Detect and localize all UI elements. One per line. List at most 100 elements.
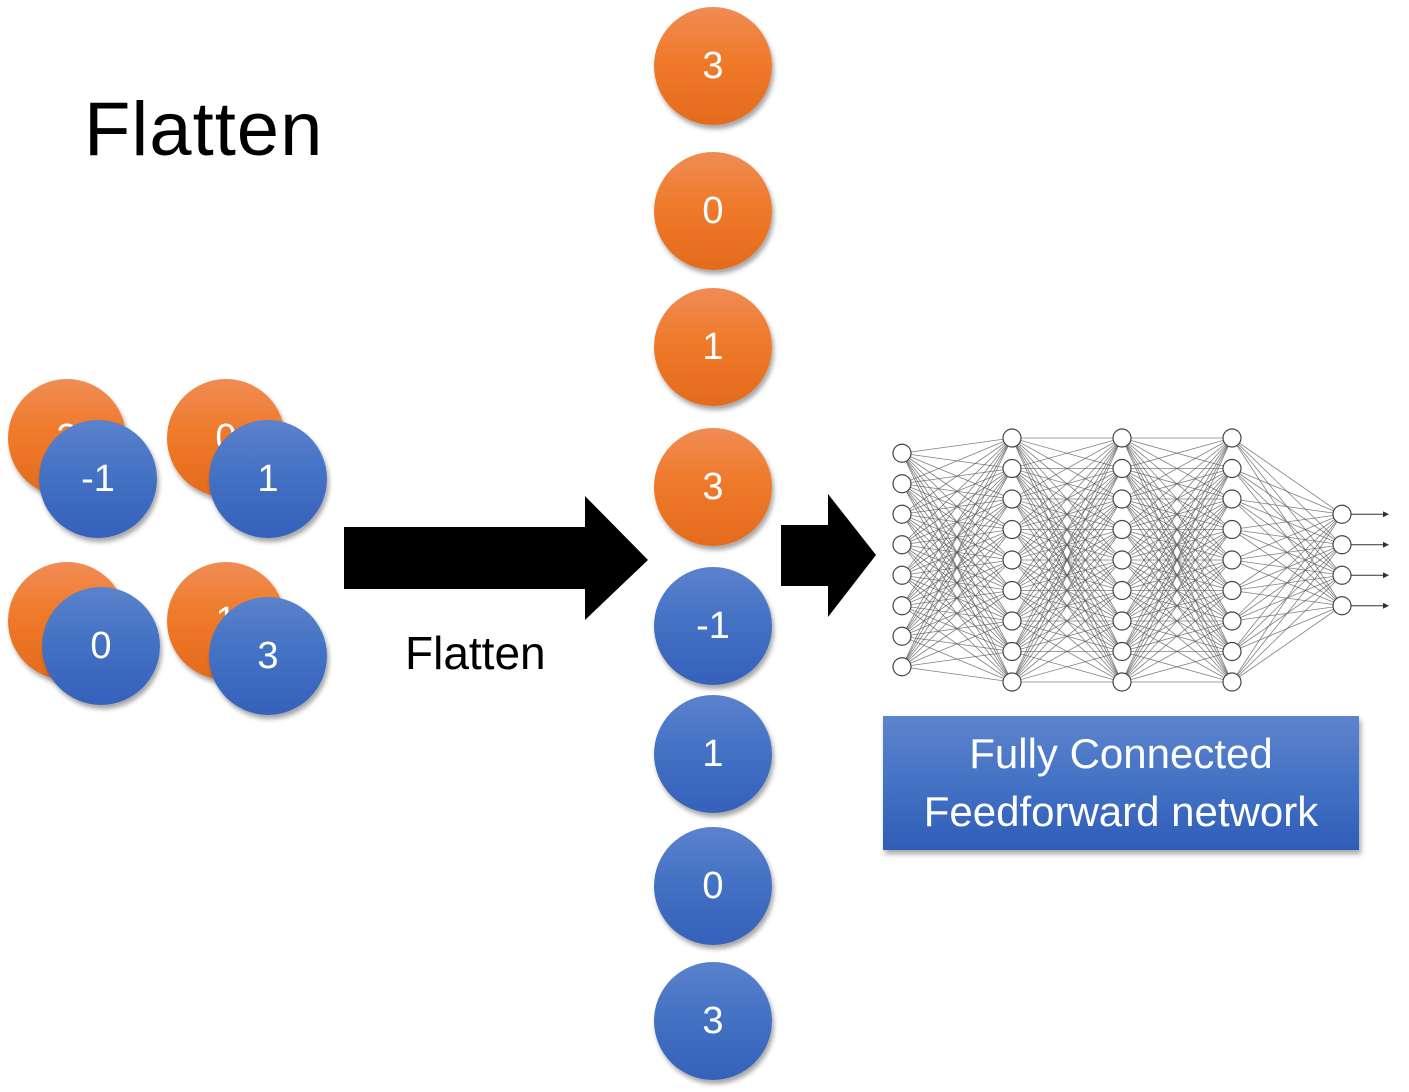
hidden-neuron <box>1112 428 1132 448</box>
network-connection <box>901 437 1013 515</box>
network-connection <box>1231 437 1343 515</box>
input-neuron <box>892 474 912 494</box>
hidden-neuron <box>1222 458 1242 479</box>
network-connection <box>1011 437 1123 683</box>
network-connection <box>1011 437 1123 530</box>
network-connection <box>1011 529 1123 683</box>
network-connection <box>1231 513 1343 652</box>
network-connection <box>1121 498 1233 683</box>
network-connection <box>901 437 1013 637</box>
hidden-neuron <box>1222 519 1242 540</box>
network-connection <box>1011 590 1123 683</box>
output-neuron <box>1332 596 1352 616</box>
feature-map-channel2-cell: 3 <box>209 597 327 715</box>
network-connection <box>1121 437 1233 500</box>
flattened-element: 3 <box>654 962 772 1080</box>
network-connection <box>1011 651 1123 683</box>
hidden-neuron <box>1112 580 1132 601</box>
input-neuron <box>892 504 912 524</box>
network-connection <box>1231 468 1343 515</box>
network-connection <box>1011 437 1123 561</box>
hidden-neuron <box>1112 519 1132 540</box>
hidden-neuron <box>1222 611 1242 631</box>
hidden-neuron <box>1002 519 1022 540</box>
hidden-neuron <box>1222 672 1242 692</box>
network-connection <box>1121 437 1233 591</box>
hidden-neuron <box>1002 489 1022 509</box>
hidden-neuron <box>1222 489 1242 509</box>
network-connection <box>901 437 1013 454</box>
network-connection <box>1121 437 1233 561</box>
slide-title: Flatten <box>84 87 324 172</box>
network-connection <box>901 620 1013 668</box>
network-connection <box>1011 437 1123 591</box>
network-connection <box>1011 437 1123 500</box>
flatten-arrow <box>344 496 648 620</box>
network-connection <box>901 437 1013 606</box>
network-connection <box>1011 437 1123 622</box>
input-neuron <box>892 596 912 616</box>
network-connection <box>1231 513 1343 622</box>
network-connection <box>901 666 1013 683</box>
network-connection <box>1231 574 1343 683</box>
output-neuron <box>1332 535 1352 555</box>
network-connection <box>1121 559 1233 683</box>
network-connection <box>901 437 1013 546</box>
hidden-neuron <box>1112 611 1132 631</box>
network-connection <box>901 437 1013 576</box>
feed-arrow <box>781 494 876 617</box>
network-connection <box>1121 468 1233 683</box>
network-connection <box>901 498 1013 667</box>
hidden-neuron <box>1112 489 1132 509</box>
network-connection <box>901 529 1013 668</box>
network-connection <box>1231 513 1343 591</box>
network-connection <box>901 468 1013 667</box>
feature-map-channel2-cell: 1 <box>209 420 327 538</box>
hidden-neuron <box>1112 550 1132 570</box>
fully-connected-label-box: Fully Connected Feedforward network <box>883 716 1359 850</box>
input-neuron <box>892 657 912 677</box>
hidden-neuron <box>1222 641 1242 662</box>
network-connection <box>1121 437 1233 622</box>
hidden-neuron <box>1112 672 1132 692</box>
hidden-neuron <box>1222 580 1242 601</box>
network-connection <box>1231 544 1343 683</box>
flatten-arrow-label: Flatten <box>405 627 546 679</box>
network-connection <box>901 559 1013 668</box>
fc-label-line1: Fully Connected <box>969 730 1273 778</box>
hidden-neuron <box>1002 611 1022 631</box>
network-connection <box>1121 437 1233 652</box>
network-connection <box>901 437 1013 667</box>
network-connection <box>1121 651 1233 683</box>
hidden-neuron <box>1002 550 1022 570</box>
input-neuron <box>892 565 912 585</box>
input-neuron <box>892 626 912 646</box>
network-connection <box>1011 437 1123 652</box>
hidden-neuron <box>1002 672 1022 692</box>
network-connection <box>1011 437 1123 469</box>
network-connection <box>901 590 1013 668</box>
output-neuron <box>1332 504 1352 524</box>
network-connection <box>1231 514 1343 683</box>
flattened-element: 3 <box>654 7 772 125</box>
feature-map-channel2-cell: -1 <box>39 420 157 538</box>
network-connection <box>901 651 1013 668</box>
flattened-element: 0 <box>654 827 772 945</box>
network-connection <box>1011 498 1123 683</box>
network-connection <box>901 437 1013 485</box>
flattened-element: 3 <box>654 428 772 546</box>
hidden-neuron <box>1222 428 1242 448</box>
feature-map-channel2-cell: 0 <box>42 587 160 705</box>
network-connection <box>1121 437 1233 683</box>
network-connection <box>1011 559 1123 683</box>
hidden-neuron <box>1112 641 1132 662</box>
network-connection <box>1011 468 1123 683</box>
network-connection <box>1231 605 1343 683</box>
hidden-neuron <box>1002 641 1022 662</box>
network-connection <box>1231 513 1343 530</box>
flattened-element: 1 <box>654 288 772 406</box>
network-connection <box>1121 590 1233 683</box>
network-connection <box>1121 437 1233 469</box>
